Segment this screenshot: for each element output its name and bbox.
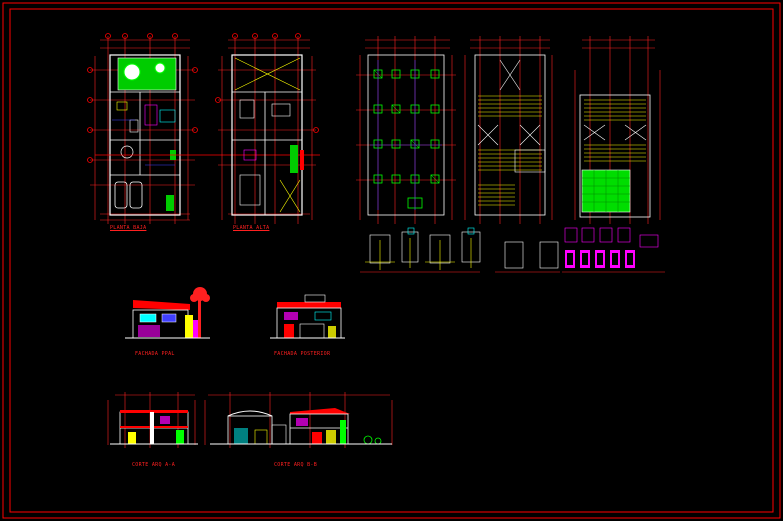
sheet-inner-frame bbox=[9, 8, 774, 513]
upper-floor-plan bbox=[215, 33, 319, 224]
section-a-a bbox=[107, 392, 198, 448]
foundation-plan bbox=[356, 36, 456, 224]
section-b-b bbox=[204, 392, 393, 448]
slab-plan-2 bbox=[574, 36, 661, 224]
section-b-b-title: CORTE ARQ B-B bbox=[274, 462, 318, 468]
ground-floor-plan bbox=[87, 33, 320, 224]
main-facade-elevation bbox=[125, 287, 210, 339]
slab-plan-1 bbox=[464, 36, 553, 224]
rear-facade-title: FACHADA POSTERIOR bbox=[274, 351, 331, 357]
ground-floor-plan-title: PLANTA BAJA bbox=[110, 225, 147, 231]
section-a-a-title: CORTE ARQ A-A bbox=[132, 462, 176, 468]
main-facade-title: FACHADA PPAL bbox=[135, 351, 175, 357]
rear-facade-elevation bbox=[270, 294, 345, 339]
structural-details bbox=[360, 227, 665, 273]
upper-floor-plan-title: PLANTA ALTA bbox=[233, 225, 270, 231]
